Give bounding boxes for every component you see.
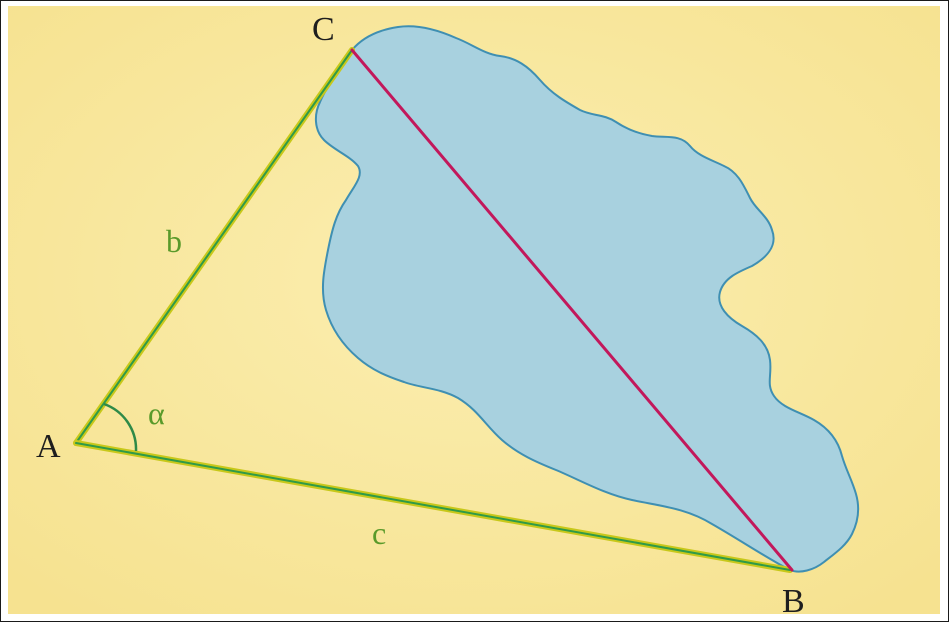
side-b-inner-line [75, 49, 353, 444]
triangle-sides [73, 47, 793, 573]
angle-label-alpha: α [148, 395, 165, 431]
lake-shape [314, 25, 860, 573]
side-c-inner-line [75, 442, 791, 571]
side-label-c: c [372, 515, 386, 551]
side-label-b: b [166, 223, 182, 259]
vertex-label-b: B [782, 583, 805, 620]
vertex-label-c: C [312, 11, 335, 48]
side-a-line [350, 48, 794, 572]
alpha-angle-arc [103, 402, 138, 452]
vertex-label-a: A [36, 428, 61, 465]
